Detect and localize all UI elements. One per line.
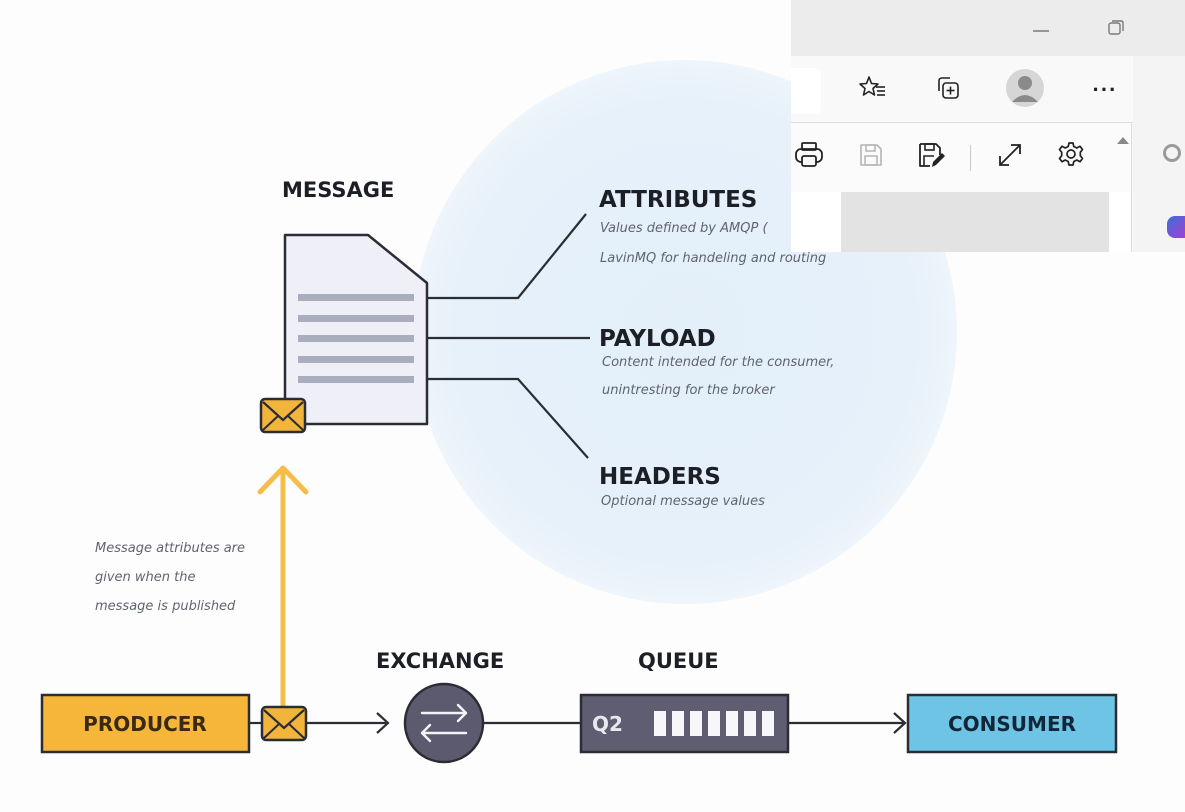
profile-avatar-icon (1005, 68, 1045, 113)
payload-desc-line-2: unintresting for the broker (602, 383, 776, 398)
exchange-title: EXCHANGE (376, 649, 504, 673)
search-icon[interactable] (1163, 144, 1181, 162)
exchange-swap-icon (420, 703, 468, 743)
arrowhead-exchange (376, 712, 390, 734)
note-line-3: message is published (95, 599, 236, 614)
office-icon[interactable] (1167, 216, 1185, 238)
save-as-icon (917, 141, 947, 174)
fullscreen-button[interactable] (992, 139, 1028, 175)
browser-window-overlay: ··· (791, 0, 1185, 252)
queue-node: Q2 (579, 693, 790, 754)
minimize-button[interactable] (1028, 18, 1054, 40)
queue-title: QUEUE (638, 649, 719, 673)
minimize-icon (1032, 20, 1050, 38)
save-button[interactable] (853, 139, 889, 175)
settings-icon (1056, 140, 1086, 175)
headers-desc: Optional message values (601, 494, 765, 509)
address-bar-fragment[interactable] (791, 68, 821, 114)
headers-connector (427, 377, 589, 459)
queue-message-slot (726, 711, 738, 736)
queue-message-slot (672, 711, 684, 736)
producer-label: PRODUCER (83, 712, 207, 736)
print-icon (794, 141, 824, 174)
browser-titlebar (791, 0, 1185, 56)
attributes-title: ATTRIBUTES (599, 187, 757, 213)
print-button[interactable] (791, 139, 827, 175)
note-line-2: given when the (95, 570, 196, 585)
headers-title: HEADERS (599, 464, 721, 490)
restore-icon (1107, 18, 1125, 41)
scroll-up-arrow[interactable] (1116, 132, 1130, 144)
profile-button[interactable] (1005, 68, 1045, 113)
payload-title: PAYLOAD (599, 326, 716, 352)
more-options-icon: ··· (1092, 77, 1118, 102)
consumer-label: CONSUMER (948, 712, 1076, 736)
favorites-icon (857, 73, 887, 108)
payload-desc-line-1: Content intended for the consumer, (602, 355, 834, 370)
consumer-node: CONSUMER (906, 693, 1118, 754)
browser-toolbar: ··· (791, 56, 1185, 122)
queue-message-slot (690, 711, 702, 736)
more-options-button[interactable]: ··· (1085, 70, 1125, 110)
exchange-node (403, 682, 485, 764)
queue-message-slot (762, 711, 774, 736)
toolbar-separator (970, 145, 971, 171)
collections-icon (933, 73, 963, 108)
attributes-desc-line-1: Values defined by AMQP ( (600, 221, 768, 236)
pdf-viewer-area (791, 192, 1132, 252)
queue-name: Q2 (592, 712, 623, 736)
queue-message-slot (654, 711, 666, 736)
document-icon (283, 233, 429, 426)
save-icon (858, 142, 884, 173)
settings-button[interactable] (1053, 139, 1089, 175)
publish-arrow (257, 465, 309, 711)
edge-sidebar (1133, 56, 1185, 252)
producer-node: PRODUCER (40, 693, 251, 754)
queue-message-slot (708, 711, 720, 736)
save-as-button[interactable] (914, 139, 950, 175)
fullscreen-icon (996, 141, 1024, 174)
pdf-page-area (841, 192, 1109, 252)
envelope-icon (259, 397, 307, 434)
favorites-button[interactable] (852, 70, 892, 110)
arrowhead-consumer (893, 712, 907, 734)
message-title: MESSAGE (282, 178, 394, 202)
attributes-desc-line-2: LavinMQ for handeling and routing (600, 251, 826, 266)
pdf-toolbar (791, 122, 1132, 193)
restore-button[interactable] (1103, 18, 1129, 40)
attributes-connector (427, 213, 587, 300)
note-line-1: Message attributes are (95, 541, 245, 556)
queue-message-slot (744, 711, 756, 736)
flow-envelope-icon (260, 705, 308, 742)
collections-button[interactable] (928, 70, 968, 110)
queue-slots (654, 711, 774, 736)
